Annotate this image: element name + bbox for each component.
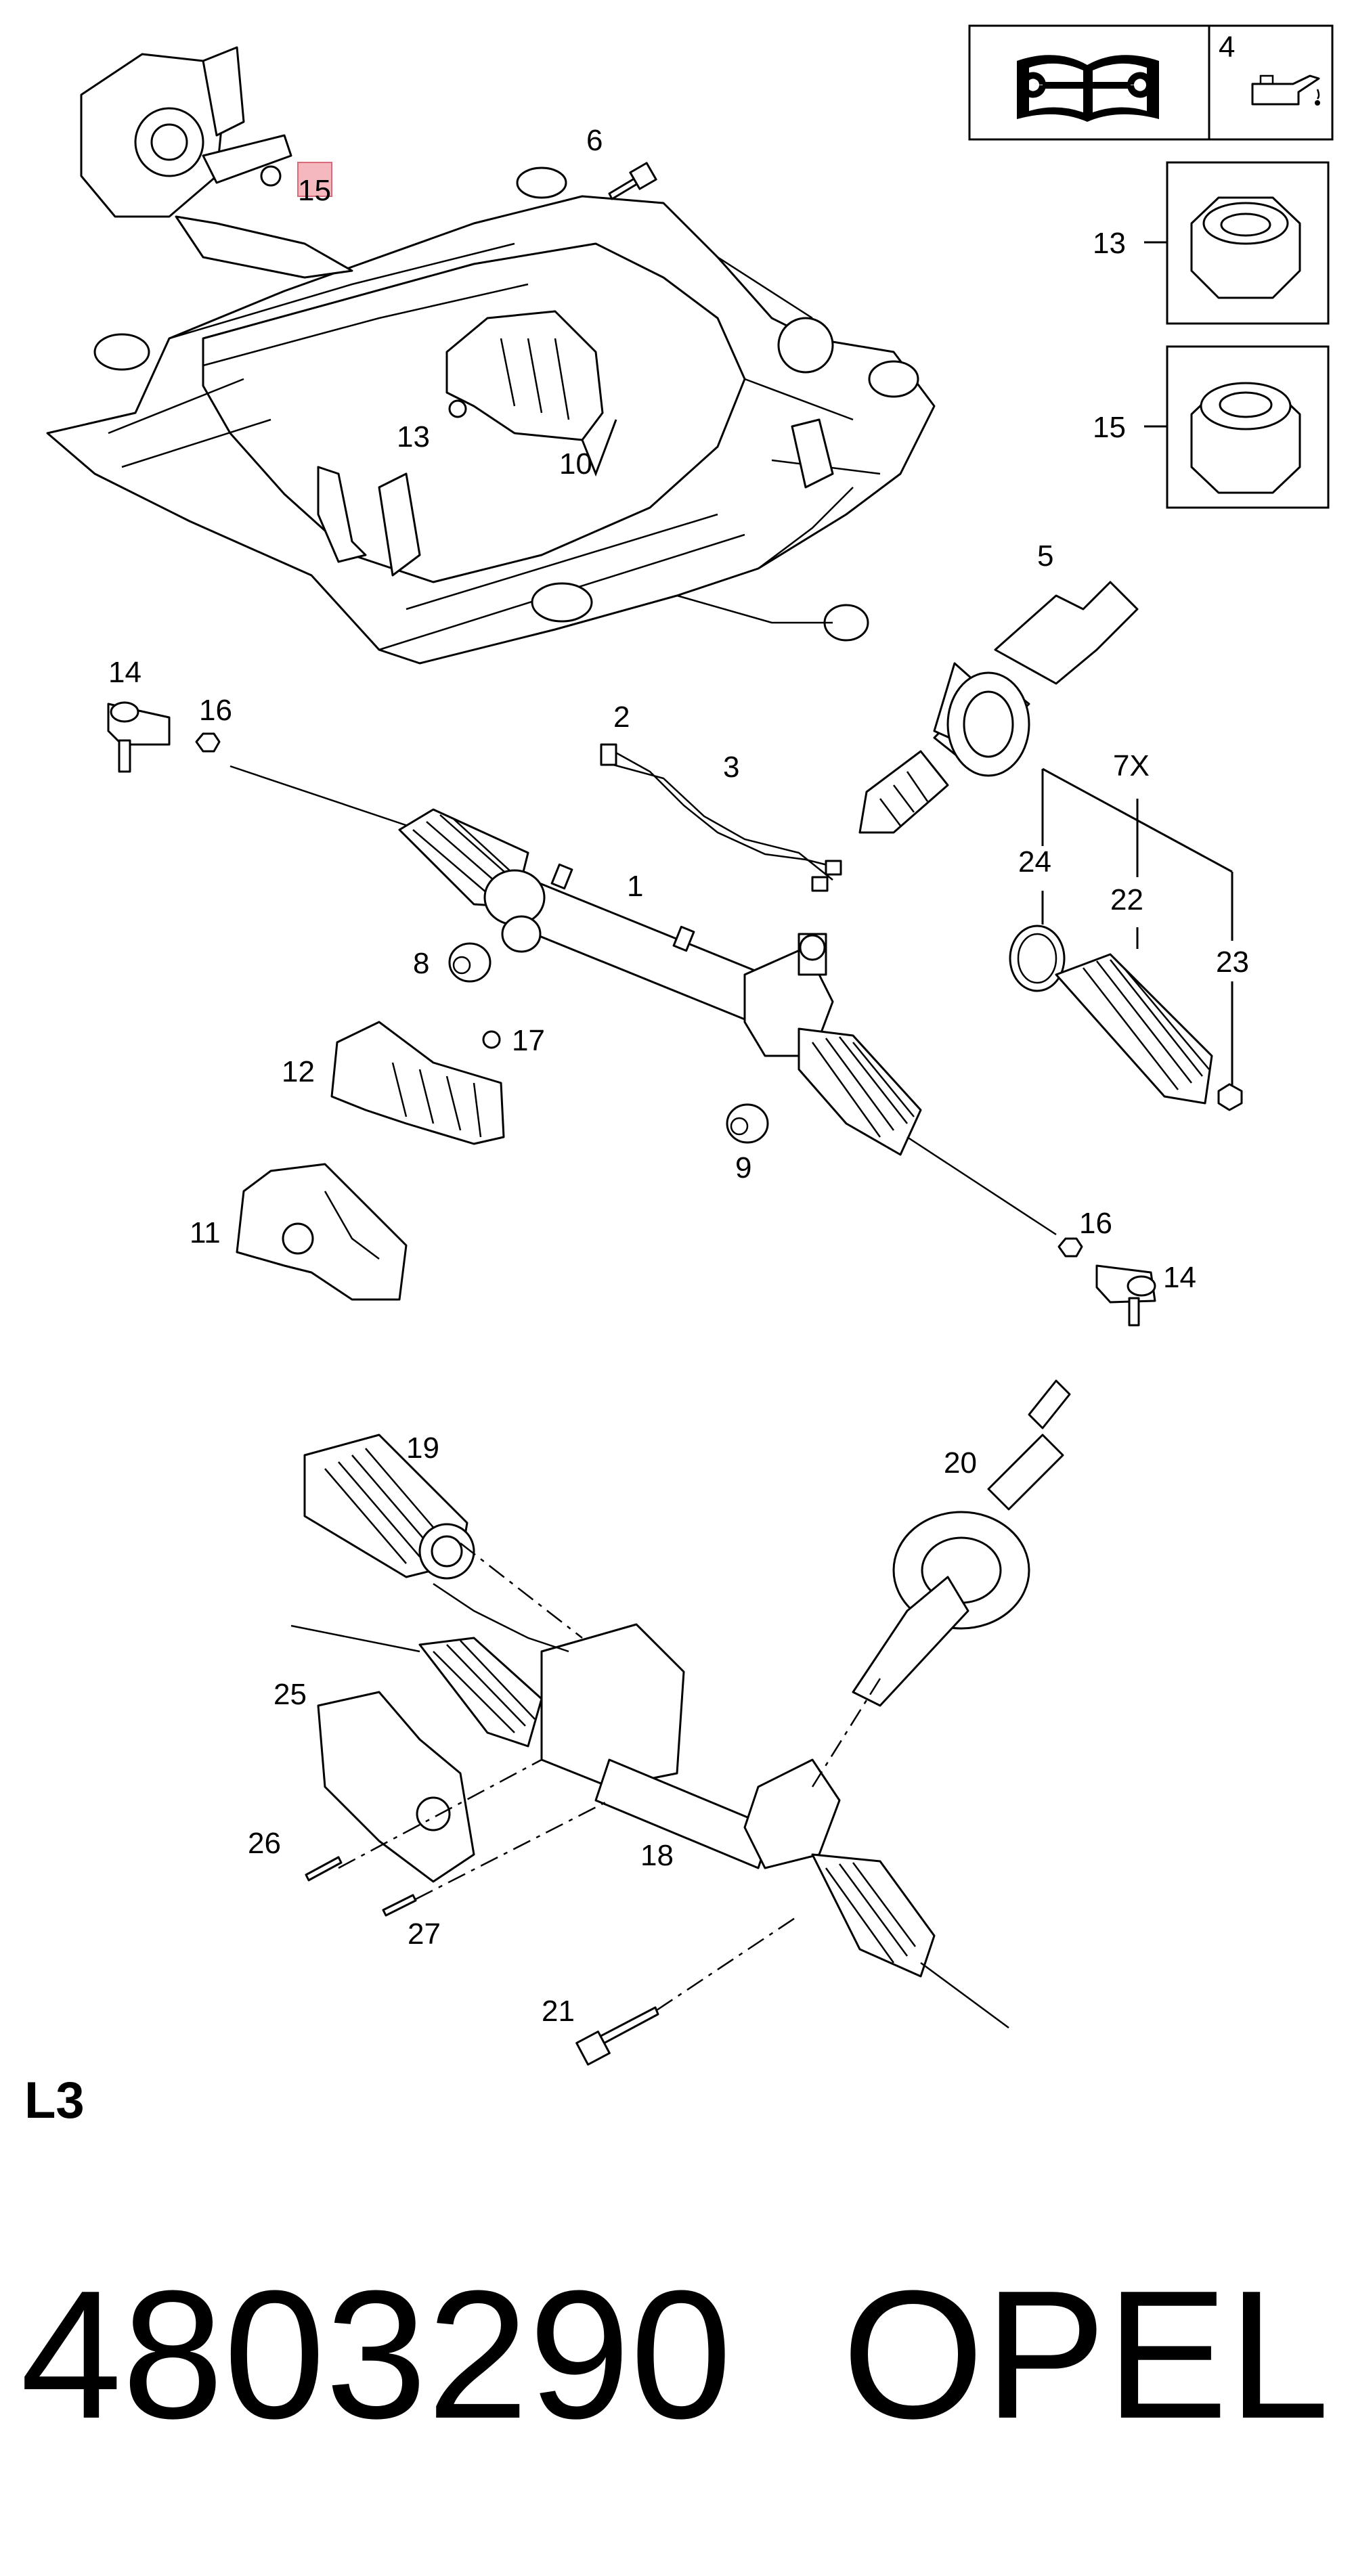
nut-16-left (195, 732, 221, 753)
bracket-11 (236, 1163, 408, 1301)
boot-kit (1009, 768, 1243, 1111)
callout-5: 5 (1037, 539, 1053, 573)
callout-8: 8 (413, 947, 429, 980)
tie-rod-end-left (107, 701, 171, 773)
callout-10: 10 (559, 447, 592, 481)
callout-17: 17 (512, 1024, 545, 1057)
manual-wrench-icon (1017, 55, 1159, 122)
steering-knuckle (80, 46, 353, 279)
callout-13-box: 13 (1093, 227, 1126, 260)
callout-25: 25 (274, 1678, 307, 1711)
steering-rack-1 (230, 765, 1057, 1236)
hydraulic-lines (600, 743, 842, 892)
callout-15-box: 15 (1093, 411, 1126, 444)
service-legend-box: 4 (968, 24, 1334, 141)
bushing-9 (726, 1103, 769, 1144)
callout-2: 2 (613, 701, 630, 734)
callout-6: 6 (586, 124, 603, 157)
diagram-code: L3 (24, 2072, 85, 2129)
callout-18: 18 (640, 1839, 674, 1872)
brand-name: OPEL (842, 2253, 1330, 2457)
callout-24: 24 (1018, 845, 1051, 879)
bushing-8 (448, 942, 492, 983)
part-number: 4803290 (20, 2253, 733, 2457)
callout-1: 1 (627, 870, 643, 903)
callout-19: 19 (406, 1431, 439, 1465)
plug-17 (482, 1030, 501, 1049)
callout-27: 27 (408, 1917, 441, 1951)
highlight-marker (297, 162, 332, 197)
callout-15-top: 15 (298, 174, 331, 207)
intermediate-shaft-5 (858, 581, 1139, 834)
oil-can-icon (1251, 74, 1320, 106)
callout-9: 9 (735, 1151, 751, 1184)
nut-16-right (1057, 1237, 1083, 1258)
heat-shield-10 (445, 310, 617, 477)
electric-steering-rack-18 (290, 1379, 1071, 2066)
callout-21: 21 (542, 1995, 575, 2028)
callout-12: 12 (282, 1055, 315, 1088)
callout-22: 22 (1110, 883, 1143, 916)
callout-14-left: 14 (108, 656, 141, 689)
tie-rod-end-right (1095, 1264, 1156, 1327)
callout-4: 4 (1219, 30, 1235, 64)
front-subframe (46, 166, 936, 665)
nut-15-box: 15 (1093, 345, 1330, 509)
callout-13-frame: 13 (397, 420, 430, 453)
callout-14-right: 14 (1163, 1261, 1196, 1294)
heat-shield-12 (330, 1021, 505, 1145)
nut-13-box: 13 (1093, 161, 1330, 325)
bolt-6 (608, 162, 657, 200)
clip-23 (1217, 1083, 1243, 1111)
callout-3: 3 (723, 751, 739, 784)
callout-20: 20 (944, 1446, 977, 1480)
bellows-22 (1055, 953, 1213, 1105)
callout-7x: 7X (1113, 749, 1150, 782)
callout-26: 26 (248, 1827, 281, 1860)
callout-11: 11 (190, 1216, 221, 1249)
callout-16-right: 16 (1079, 1207, 1112, 1240)
callout-16-left: 16 (199, 694, 232, 727)
callout-23: 23 (1216, 946, 1249, 979)
